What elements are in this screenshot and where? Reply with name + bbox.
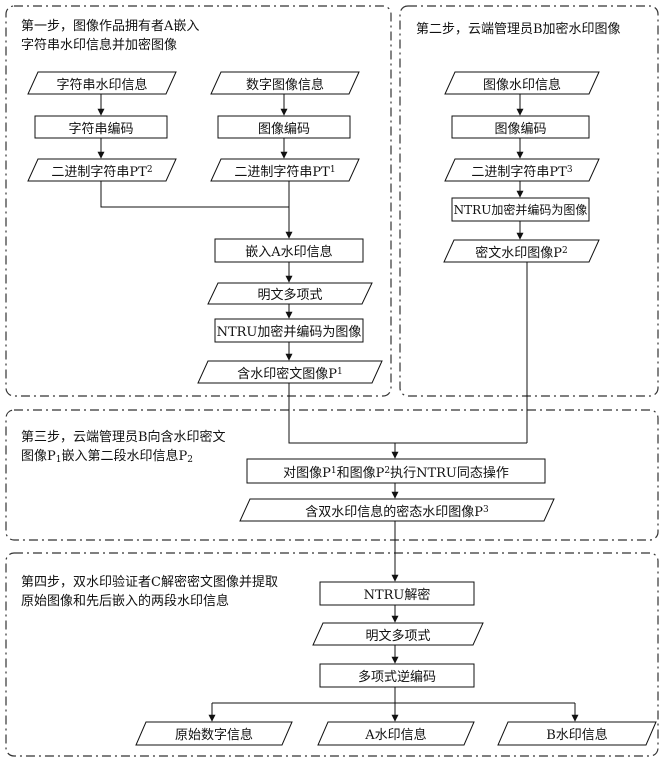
step3-title: 第三步，云端管理员B向含水印密文 图像P1嵌入第二段水印信息P2: [21, 428, 226, 466]
parallelogram-pt1: [210, 158, 360, 182]
parallelogram-a-wm: [317, 721, 475, 746]
step3-title-line1: 第三步，云端管理员B向含水印密文: [21, 430, 226, 445]
step1-title: 第一步，图像作品拥有者A嵌入 字符串水印信息并加密图像: [21, 17, 199, 55]
parallelogram-plain-poly: [207, 282, 373, 305]
label-ntru-encode-b: NTRU加密并编码为图像: [453, 203, 588, 217]
step4-region: [5, 552, 659, 757]
box-homomorphic-op: [246, 458, 546, 484]
connector-pt2-to-merge: [100, 181, 289, 208]
box-ntru-decrypt: [319, 581, 475, 606]
parallelogram-str-wm-info: [27, 71, 177, 95]
step1-region: [5, 5, 392, 397]
label-img-encode-b: 图像编码: [494, 121, 547, 137]
parallelogram-b-wm: [497, 721, 657, 746]
connector-p1-to-homo: [288, 383, 527, 444]
parallelogram-p2: [443, 239, 600, 263]
label-digital-img-info: 数字图像信息: [245, 77, 324, 93]
step1-title-line1: 第一步，图像作品拥有者A嵌入: [21, 19, 200, 34]
step4-title: 第四步，双水印验证者C解密密文图像并提取 原始图像和先后嵌入的两段水印信息: [21, 573, 278, 611]
label-ntru-decrypt: NTRU解密: [363, 588, 431, 603]
box-poly-inverse: [319, 663, 475, 688]
label-plain-poly-c: 明文多项式: [365, 628, 431, 644]
label-orig-digital: 原始数字信息: [174, 728, 253, 743]
step4-title-line1: 第四步，双水印验证者C解密密文图像并提取: [21, 575, 278, 590]
step3-region: [5, 409, 659, 541]
parallelogram-pt3: [444, 158, 600, 182]
label-plain-poly: 明文多项式: [257, 288, 323, 303]
label-a-wm: A水印信息: [365, 728, 427, 743]
parallelogram-orig-digital: [135, 721, 293, 746]
step3-title-line2: 图像P1嵌入第二段水印信息P2: [21, 449, 193, 465]
label-img-encode: 图像编码: [257, 121, 310, 137]
step2-title-line1: 第二步，云端管理员B加密水印图像: [416, 22, 621, 37]
label-str-encode: 字符串编码: [68, 121, 134, 137]
label-embed-a: 嵌入A水印信息: [245, 245, 333, 260]
label-poly-inverse: 多项式逆编码: [357, 670, 436, 685]
label-str-wm-info: 字符串水印信息: [56, 77, 148, 93]
step1-title-line2: 字符串水印信息并加密图像: [21, 38, 178, 53]
step2-title: 第二步，云端管理员B加密水印图像: [416, 20, 621, 39]
parallelogram-p3: [239, 498, 555, 522]
parallelogram-plain-poly-c: [312, 622, 484, 646]
parallelogram-p1: [197, 360, 383, 384]
step2-region: [399, 5, 659, 397]
label-b-wm: B水印信息: [546, 728, 608, 743]
parallelogram-digital-img-info: [210, 71, 360, 95]
parallelogram-pt2: [27, 158, 177, 182]
label-ntru-encode: NTRU加密并编码为图像: [216, 325, 362, 340]
step4-title-line2: 原始图像和先后嵌入的两段水印信息: [21, 594, 230, 609]
parallelogram-img-wm-info: [444, 71, 600, 95]
label-img-wm-info: 图像水印信息: [482, 77, 561, 93]
